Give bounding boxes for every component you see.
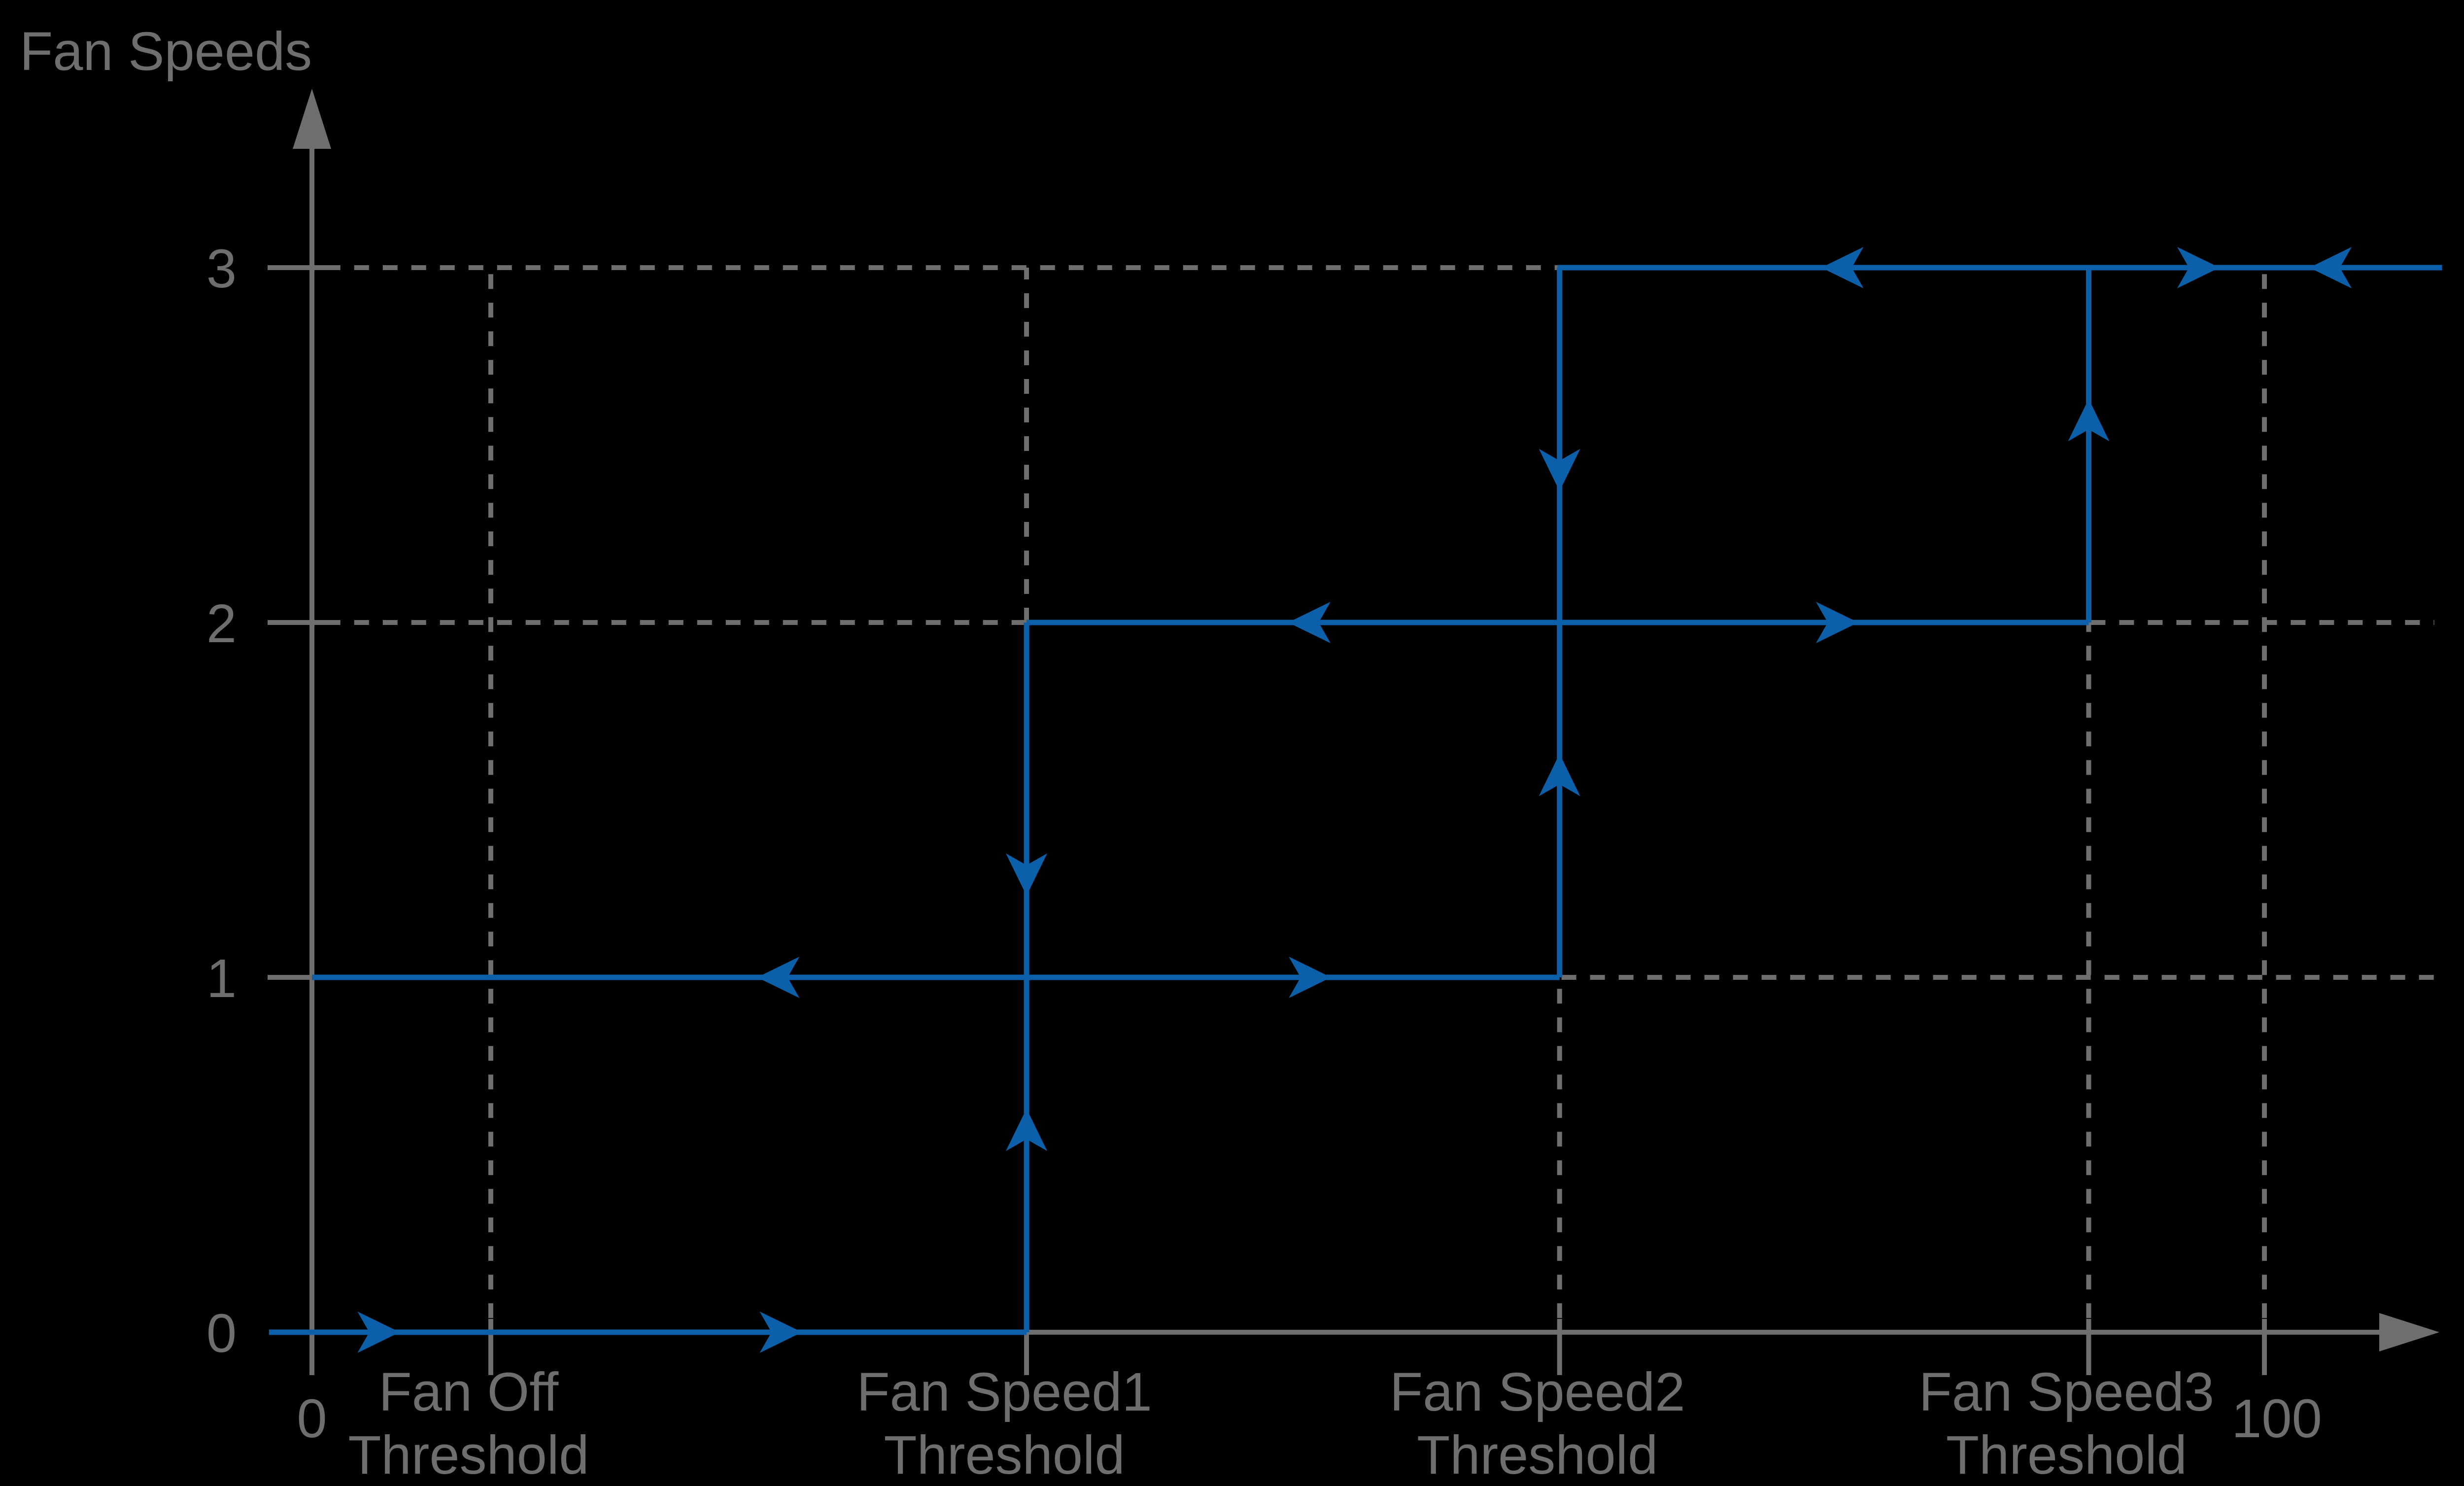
y-axis-title: Fan Speeds xyxy=(20,21,312,82)
flow-arrow-right-icon xyxy=(759,1312,802,1353)
x-tick-label: Fan Speed1 xyxy=(856,1362,1152,1422)
x-tick-label: Fan Off xyxy=(379,1362,559,1422)
flow-arrow-right-icon xyxy=(1815,602,1858,643)
flow-arrow-left-icon xyxy=(2309,247,2352,288)
y-tick-label: 2 xyxy=(206,593,237,654)
flow-arrow-down-icon xyxy=(1539,449,1580,491)
x-tick-label: Fan Speed3 xyxy=(1919,1362,2214,1422)
y-axis-arrow-icon xyxy=(293,89,331,149)
x-tick-label: 0 xyxy=(297,1388,327,1449)
flow-arrow-up-icon xyxy=(2068,399,2110,442)
x-tick-label: Fan Speed2 xyxy=(1390,1362,1685,1422)
y-tick-label: 1 xyxy=(206,948,237,1009)
flow-arrow-right-icon xyxy=(1289,957,1332,998)
flow-arrow-right-icon xyxy=(357,1312,400,1353)
x-tick-label: Threshold xyxy=(884,1425,1125,1486)
flow-arrow-down-icon xyxy=(1006,853,1048,896)
x-axis-arrow-icon xyxy=(2379,1313,2439,1351)
flow-arrow-left-icon xyxy=(1821,247,1864,288)
flow-arrow-left-icon xyxy=(1288,602,1331,643)
x-tick-label: Threshold xyxy=(348,1425,589,1486)
x-tick-label: Threshold xyxy=(1946,1425,2187,1486)
flow-arrow-left-icon xyxy=(757,957,800,998)
y-tick-label: 3 xyxy=(206,239,237,299)
flow-arrow-up-icon xyxy=(1006,1108,1048,1151)
x-tick-label: 100 xyxy=(2231,1388,2322,1449)
flow-arrow-up-icon xyxy=(1539,754,1580,796)
flow-arrow-right-icon xyxy=(2177,247,2220,288)
y-tick-label: 0 xyxy=(206,1303,237,1364)
x-tick-label: Threshold xyxy=(1417,1425,1658,1486)
